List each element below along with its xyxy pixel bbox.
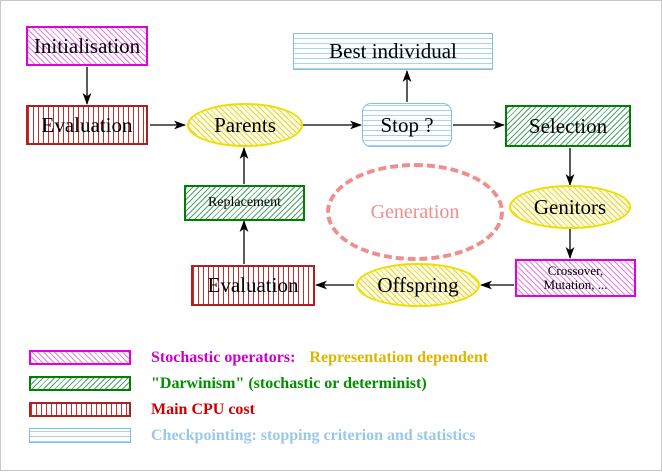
node-genitors-label: Genitors — [533, 194, 607, 219]
node-selection-label: Selection — [528, 113, 608, 138]
node-evaluation-top-label: Evaluation — [41, 112, 133, 137]
node-generation: Generation — [326, 163, 504, 261]
node-initialisation-label: Initialisation — [33, 33, 141, 58]
node-evaluation-top[interactable]: Evaluation — [26, 105, 148, 145]
legend-label-main-cpu-cost: Main CPU cost — [151, 401, 255, 418]
legend-swatch-magenta-hatch — [29, 350, 131, 365]
node-genitors[interactable]: Genitors — [509, 185, 631, 229]
node-stop-label: Stop ? — [380, 112, 434, 137]
node-evaluation-bottom-label: Evaluation — [207, 273, 299, 298]
legend-label-darwinism: "Darwinism" (stochastic or determinist) — [151, 375, 427, 392]
node-best-individual[interactable]: Best individual — [293, 33, 493, 70]
node-stop[interactable]: Stop ? — [362, 103, 452, 147]
legend-swatch-green-hatch — [29, 376, 131, 391]
node-crossover-mutation[interactable]: Crossover, Mutation, ... — [515, 259, 636, 297]
node-crossover-mutation-label-line2: Mutation, ... — [543, 277, 608, 292]
node-offspring[interactable]: Offspring — [356, 263, 480, 307]
legend-swatch-red-vertical-hatch — [29, 402, 131, 417]
legend-label-stochastic-operators-text: Stochastic operators: — [151, 349, 296, 366]
legend-label-stochastic-operators: Stochastic operators: Representation dep… — [151, 347, 488, 369]
node-initialisation[interactable]: Initialisation — [26, 26, 148, 66]
node-evaluation-bottom[interactable]: Evaluation — [191, 265, 315, 306]
node-generation-label: Generation — [370, 200, 460, 223]
legend-swatch-blue-horizontal-hatch — [29, 428, 131, 443]
node-best-individual-label: Best individual — [329, 39, 457, 64]
node-replacement[interactable]: Replacement — [184, 185, 305, 221]
node-replacement-label: Replacement — [207, 194, 282, 210]
node-offspring-label: Offspring — [377, 272, 459, 297]
node-parents[interactable]: Parents — [187, 103, 303, 147]
node-selection[interactable]: Selection — [505, 105, 631, 147]
node-parents-label: Parents — [214, 112, 276, 137]
legend-label-representation-dependent: Representation dependent — [309, 349, 489, 366]
legend-label-checkpointing: Checkpointing: stopping criterion and st… — [151, 427, 476, 444]
node-crossover-mutation-label-line1: Crossover, — [547, 263, 604, 279]
